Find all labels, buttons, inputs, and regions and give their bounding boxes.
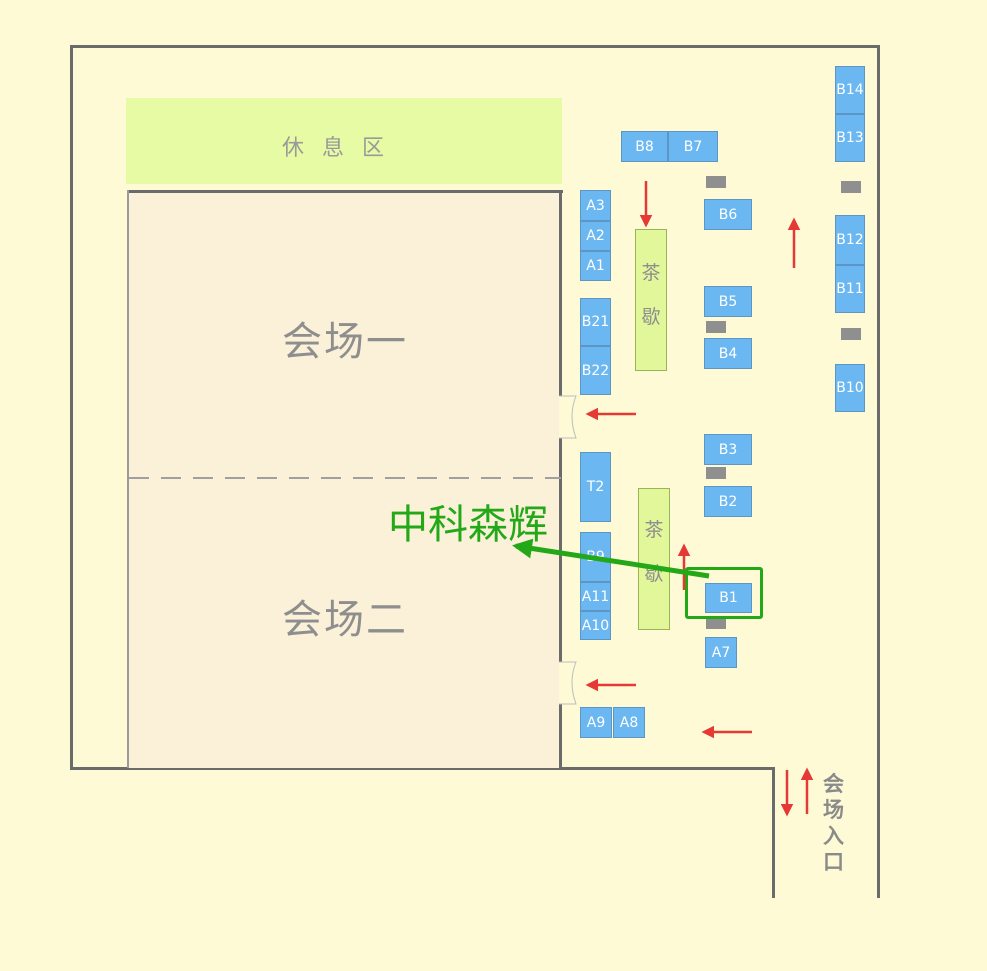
booth-b7[interactable]: B7: [668, 131, 718, 162]
hall-right-wall-1: [559, 190, 562, 396]
booth-b8[interactable]: B8: [621, 131, 668, 162]
door-hall-one: [559, 395, 577, 439]
hall-top-wall: [127, 190, 563, 193]
hall-two: [129, 478, 559, 768]
booth-stub: [706, 617, 726, 629]
entrance-wall-left: [772, 767, 775, 898]
entrance-label-char: 场: [823, 798, 844, 822]
booth-a10[interactable]: A10: [580, 611, 611, 640]
entrance-label-char: 会: [823, 772, 844, 796]
booth-stub: [841, 181, 861, 193]
entrance-label-char: 口: [823, 850, 844, 874]
hall-right-wall-2: [559, 438, 562, 662]
booth-b21[interactable]: B21: [580, 298, 611, 346]
booth-b5[interactable]: B5: [704, 286, 752, 317]
highlight-box: [685, 567, 763, 619]
hall-one: [129, 192, 559, 478]
booth-a1[interactable]: A1: [580, 251, 611, 281]
booth-stub: [841, 328, 861, 340]
booth-b2[interactable]: B2: [704, 486, 752, 517]
rest-area: [126, 98, 562, 184]
tea-break-upper: 茶 歇: [635, 229, 667, 371]
booth-stub: [706, 321, 726, 333]
booth-a11[interactable]: A11: [580, 582, 611, 611]
booth-b13[interactable]: B13: [835, 114, 865, 162]
tea-break-lower: 茶 歇: [638, 488, 670, 630]
outer-wall-top: [70, 45, 880, 48]
hall-left-wall: [127, 190, 129, 768]
company-label: 中科森辉: [388, 502, 548, 548]
rest-area-label: 休息区: [282, 136, 403, 161]
booth-a8[interactable]: A8: [613, 707, 645, 738]
tea-break-char1: 茶: [641, 262, 661, 284]
door-hall-two: [559, 661, 577, 705]
booth-b12[interactable]: B12: [835, 215, 865, 265]
booth-a7[interactable]: A7: [705, 637, 737, 668]
booth-b3[interactable]: B3: [704, 434, 752, 465]
pointer-arrow-icon: [512, 538, 710, 579]
booth-a2[interactable]: A2: [580, 221, 611, 251]
booth-b22[interactable]: B22: [580, 346, 611, 395]
booth-b14[interactable]: B14: [835, 66, 865, 114]
outer-wall-bottom: [70, 767, 775, 770]
hall-divider: [129, 477, 561, 479]
booth-stub: [706, 467, 726, 479]
tea-break-char1: 茶: [644, 519, 664, 541]
outer-wall-left: [70, 45, 73, 770]
hall-two-label: 会场二: [282, 597, 408, 643]
booth-b4[interactable]: B4: [704, 338, 752, 369]
booth-b11[interactable]: B11: [835, 265, 865, 313]
booth-b6[interactable]: B6: [704, 199, 752, 230]
outer-wall-right: [877, 45, 880, 898]
entrance-label-char: 入: [823, 824, 844, 848]
hall-one-label: 会场一: [282, 319, 408, 365]
booth-a9[interactable]: A9: [580, 707, 612, 738]
booth-b10[interactable]: B10: [835, 364, 865, 412]
booth-stub: [706, 176, 726, 188]
tea-break-char2: 歇: [641, 306, 661, 328]
booth-a3[interactable]: A3: [580, 190, 611, 221]
booth-b1[interactable]: B1: [705, 583, 752, 613]
booth-t2[interactable]: T2: [580, 452, 611, 522]
hall-right-wall-3: [559, 704, 562, 768]
